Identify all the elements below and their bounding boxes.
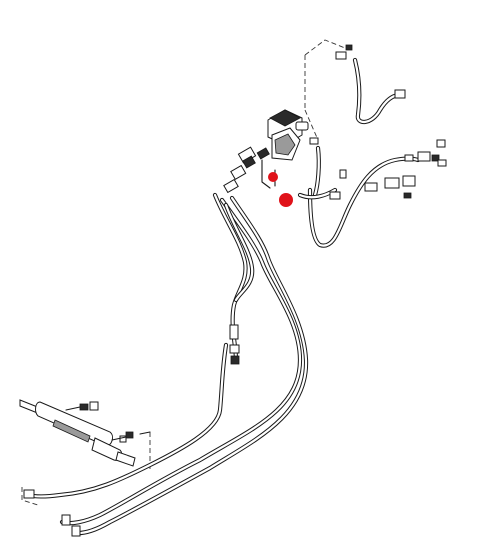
callout-markers <box>268 172 293 207</box>
red-marker-dot-small <box>268 172 278 182</box>
red-marker-dot-large <box>279 193 293 207</box>
loose-fittings <box>329 139 447 200</box>
bottom-fittings <box>23 489 81 537</box>
mid-fittings <box>229 324 240 365</box>
upper-hoses <box>297 57 421 248</box>
pump-unit <box>261 109 309 189</box>
valve-fittings <box>223 44 406 194</box>
hose-bundle <box>25 192 309 536</box>
dashed-reference-lines <box>21 39 346 506</box>
hydraulic-cylinder <box>19 399 151 467</box>
